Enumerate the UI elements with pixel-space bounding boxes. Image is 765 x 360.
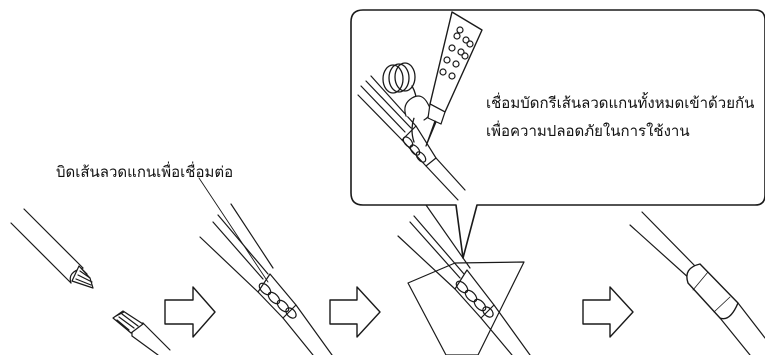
twist-leader-line	[198, 177, 269, 283]
arrow-right-icon	[329, 286, 381, 338]
step-2-twisted-wires	[198, 177, 333, 356]
arrow-right-icon	[164, 286, 216, 338]
step-1-stripped-wires	[10, 208, 171, 356]
lower-wire	[112, 310, 171, 356]
solder-coil-icon	[382, 62, 431, 143]
step-3-soldered-wires	[397, 204, 531, 356]
step-4-insulated-wire	[629, 211, 765, 356]
solder-instruction-line2: เพื่อความปลอดภัยในการใช้งาน	[486, 124, 690, 140]
soldering-iron-icon	[425, 11, 483, 147]
twist-step-label: บิดเส้นลวดแกนเพื่อเชื่อมต่อ	[56, 165, 234, 181]
upper-wire	[10, 208, 94, 289]
arrow-right-icon	[582, 286, 634, 338]
solder-instruction-line1: เชื่อมบัดกรีเส้นลวดแกนทั้งหมดเข้าด้วยกัน	[486, 96, 755, 112]
